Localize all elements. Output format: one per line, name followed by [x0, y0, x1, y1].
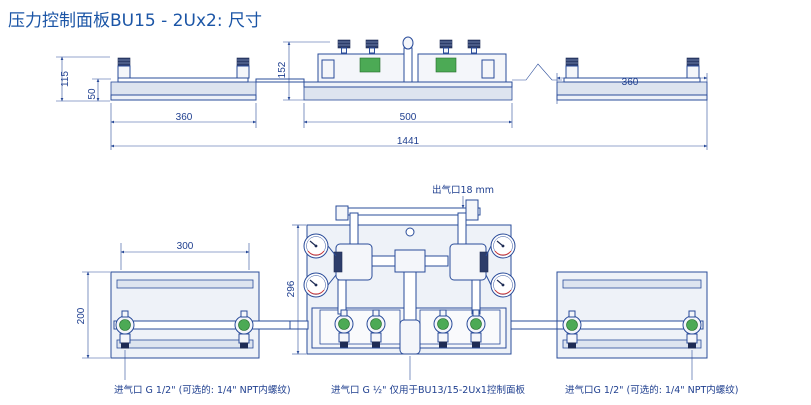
- dim-top-height-outer: 115: [60, 71, 71, 87]
- dim-top-center-width: 500: [400, 112, 417, 123]
- page-title: 压力控制面板BU15 - 2Ux2: 尺寸: [8, 11, 262, 31]
- dim-front-center-height: 296: [286, 280, 297, 297]
- dim-top-right-width: 360: [622, 77, 639, 88]
- top-left-module: [110, 57, 257, 101]
- front-center-module: [289, 199, 558, 355]
- top-center-module: [255, 36, 562, 101]
- dim-top-left-width: 360: [176, 112, 193, 123]
- inlet-right-label: 进气口G 1/2" (可选的: 1/4" NPT内螺纹): [565, 384, 739, 396]
- dim-front-left-width: 300: [177, 241, 194, 252]
- outlet-label: 出气口18 mm: [432, 184, 494, 196]
- front-right-module: [556, 271, 708, 359]
- dim-top-height-inner: 50: [87, 88, 98, 100]
- front-left-module: [110, 271, 291, 359]
- dim-front-left-height: 200: [76, 307, 87, 324]
- front-view: 出气口18 mm: [76, 184, 739, 396]
- inlet-center-label: 进气口 G ½" 仅用于BU13/15-2Ux1控制面板: [331, 384, 525, 396]
- inlet-left-label: 进气口 G 1/2" (可选的: 1/4" NPT内螺纹): [114, 384, 291, 396]
- top-view: 115 50 152 360 500 360 1441: [56, 36, 708, 150]
- dim-top-total-width: 1441: [397, 136, 420, 147]
- dim-top-center-height: 152: [277, 61, 288, 78]
